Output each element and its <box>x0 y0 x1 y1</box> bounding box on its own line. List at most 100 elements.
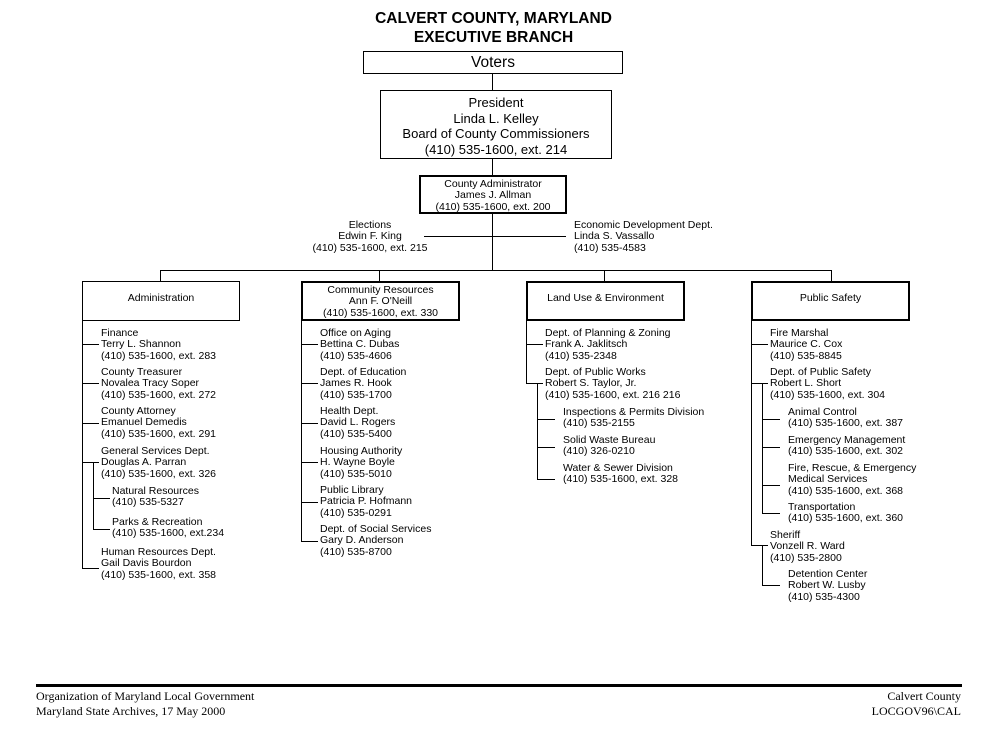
unit-housing-authority: Housing Authority H. Wayne Boyle (410) 5… <box>320 445 403 480</box>
unit-title: Dept. of Education <box>320 366 407 378</box>
subunit-title: Animal Control <box>788 406 857 418</box>
unit-title: Health Dept. <box>320 405 379 417</box>
subunit-emergency-management: Emergency Management (410) 535-1600, ext… <box>788 434 906 458</box>
unit-county-attorney: County Attorney Emanuel Demedis (410) 53… <box>101 405 216 440</box>
unit-title: Office on Aging <box>320 327 392 339</box>
subunit-title: Parks & Recreation <box>112 516 203 528</box>
unit-phone: (410) 535-8700 <box>320 545 392 558</box>
division-box-land-use: Land Use & Environment <box>526 281 685 321</box>
economic-development-name: Linda S. Vassallo <box>574 230 655 243</box>
subunit-inspections-permits: Inspections & Permits Division (410) 535… <box>563 406 705 430</box>
division-title: Administration <box>127 292 195 304</box>
footer-right-line2: LOCGOV96\CAL <box>871 704 961 718</box>
elections-phone: (410) 535-1600, ext. 215 <box>312 241 428 254</box>
unit-head: Robert S. Taylor, Jr. <box>545 377 637 390</box>
unit-human-resources: Human Resources Dept. Gail Davis Bourdon… <box>101 546 216 581</box>
elections-title: Elections <box>348 219 392 231</box>
president-title: President <box>468 95 524 110</box>
subunit-title: Inspections & Permits Division <box>563 406 705 418</box>
unit-head: James R. Hook <box>320 377 392 390</box>
subunit-phone: (410) 535-1600, ext. 360 <box>788 512 903 525</box>
division-head-name: Ann F. O'Neill <box>348 295 413 308</box>
president-phone: (410) 535-1600, ext. 214 <box>424 141 568 157</box>
division-box-public-safety: Public Safety <box>751 281 910 321</box>
division-title: Community Resources <box>327 284 434 296</box>
division-title: Public Safety <box>799 292 862 304</box>
chart-title-line1: CALVERT COUNTY, MARYLAND <box>375 10 612 27</box>
subunit-phone: (410) 535-4300 <box>788 590 860 603</box>
division-box-administration: Administration <box>82 281 240 321</box>
unit-head: Gary D. Anderson <box>320 534 404 547</box>
subunit-solid-waste: Solid Waste Bureau (410) 326-0210 <box>563 434 656 458</box>
footer-right: Calvert County LOCGOV96\CAL <box>872 689 961 719</box>
unit-finance: Finance Terry L. Shannon (410) 535-1600,… <box>101 327 216 362</box>
chart-title-line2: EXECUTIVE BRANCH <box>413 29 574 46</box>
unit-sheriff: Sheriff Vonzell R. Ward (410) 535-2800 <box>770 529 845 564</box>
voters-label: Voters <box>471 54 515 71</box>
unit-dept-public-safety: Dept. of Public Safety Robert L. Short (… <box>770 366 885 401</box>
elections-office: Elections Edwin F. King (410) 535-1600, … <box>300 219 440 254</box>
subunit-phone: (410) 535-1600, ext. 368 <box>788 484 903 497</box>
unit-title: Housing Authority <box>320 445 403 457</box>
unit-county-treasurer: County Treasurer Novalea Tracy Soper (41… <box>101 366 216 401</box>
unit-title: Sheriff <box>770 529 801 541</box>
division-head-phone: (410) 535-1600, ext. 330 <box>323 306 438 319</box>
unit-phone: (410) 535-4606 <box>320 349 392 362</box>
unit-phone: (410) 535-0291 <box>320 506 392 519</box>
unit-title: General Services Dept. <box>101 445 210 457</box>
unit-office-on-aging: Office on Aging Bettina C. Dubas (410) 5… <box>320 327 400 362</box>
subunit-title: Solid Waste Bureau <box>563 434 656 446</box>
unit-title: Dept. of Public Safety <box>770 366 871 378</box>
footer-left-line2: Maryland State Archives, 17 May 2000 <box>36 704 226 718</box>
unit-phone: (410) 535-5010 <box>320 467 392 480</box>
unit-phone: (410) 535-1600, ext. 304 <box>770 388 885 401</box>
unit-head: Frank A. Jaklitsch <box>545 338 628 351</box>
unit-head: Emanuel Demedis <box>101 416 187 429</box>
unit-fire-marshal: Fire Marshal Maurice C. Cox (410) 535-88… <box>770 327 843 362</box>
county-administrator-name: James J. Allman <box>454 189 532 202</box>
unit-social-services: Dept. of Social Services Gary D. Anderso… <box>320 523 431 558</box>
unit-head: Novalea Tracy Soper <box>101 377 200 390</box>
unit-title: County Treasurer <box>101 366 183 378</box>
subunit-parks-recreation: Parks & Recreation (410) 535-1600, ext.2… <box>112 516 224 540</box>
unit-head: H. Wayne Boyle <box>320 456 395 469</box>
subunit-water-sewer: Water & Sewer Division (410) 535-1600, e… <box>563 462 678 486</box>
unit-title: Dept. of Public Works <box>545 366 646 378</box>
subunit-transportation: Transportation (410) 535-1600, ext. 360 <box>788 501 903 525</box>
county-administrator-title: County Administrator <box>444 178 542 190</box>
footer-left: Organization of Maryland Local Governmen… <box>36 689 254 719</box>
unit-phone: (410) 535-2800 <box>770 551 842 564</box>
subunit-phone: (410) 535-1600, ext. 302 <box>788 445 903 458</box>
footer-right-line1: Calvert County <box>887 689 961 703</box>
subunit-phone: (410) 535-1600, ext. 387 <box>788 417 903 430</box>
subunit-title: Detention Center <box>788 568 868 580</box>
subunit-title: Natural Resources <box>112 485 199 497</box>
unit-head: Bettina C. Dubas <box>320 338 400 351</box>
president-box: President Linda L. Kelley Board of Count… <box>380 90 612 159</box>
subunit-phone: (410) 535-1600, ext. 328 <box>563 473 678 486</box>
subunit-title: Transportation <box>788 501 856 513</box>
economic-development-phone: (410) 535-4583 <box>574 241 646 254</box>
economic-development-title: Economic Development Dept. <box>574 219 713 231</box>
subunit-title: Emergency Management <box>788 434 906 446</box>
unit-planning-zoning: Dept. of Planning & Zoning Frank A. Jakl… <box>545 327 671 362</box>
unit-phone: (410) 535-1600, ext. 216 216 <box>545 388 681 401</box>
unit-health-dept: Health Dept. David L. Rogers (410) 535-5… <box>320 405 395 440</box>
unit-phone: (410) 535-1600, ext. 326 <box>101 467 216 480</box>
subunit-animal-control: Animal Control (410) 535-1600, ext. 387 <box>788 406 903 430</box>
unit-title: County Attorney <box>101 405 176 417</box>
footer-rule <box>36 684 962 687</box>
unit-phone: (410) 535-2348 <box>545 349 617 362</box>
subunit-phone: (410) 535-5327 <box>112 496 184 509</box>
voters-box: Voters <box>363 51 623 74</box>
president-name: Linda L. Kelley <box>453 110 539 126</box>
unit-general-services: General Services Dept. Douglas A. Parran… <box>101 445 216 480</box>
unit-dept-of-education: Dept. of Education James R. Hook (410) 5… <box>320 366 407 401</box>
unit-head: Terry L. Shannon <box>101 338 181 351</box>
unit-phone: (410) 535-1600, ext. 272 <box>101 388 216 401</box>
subunit-natural-resources: Natural Resources (410) 535-5327 <box>112 485 199 509</box>
unit-head: Maurice C. Cox <box>770 338 843 351</box>
elections-name: Edwin F. King <box>338 230 402 243</box>
unit-head: Vonzell R. Ward <box>770 540 845 553</box>
